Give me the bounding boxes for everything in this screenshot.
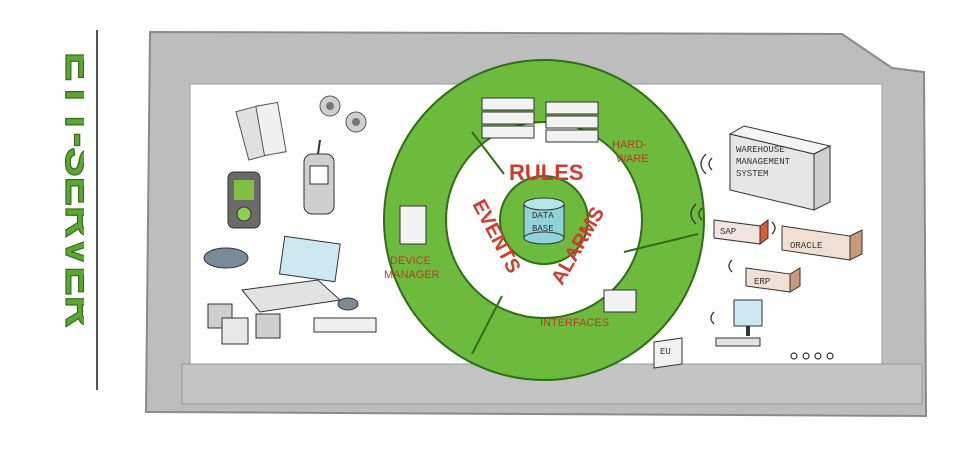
erp-box-icon (745, 267, 801, 293)
eu-label: EU (660, 347, 671, 357)
wms-label-2: MANAGEMENT (736, 157, 791, 167)
oracle-box-icon (781, 225, 863, 261)
divider-line (96, 30, 98, 390)
erp-label: ERP (754, 277, 770, 287)
rules-label: RULES (509, 160, 584, 185)
device-manager-label-1: DEVICE (390, 255, 431, 267)
wms-label-1: WAREHOUSE (736, 145, 785, 155)
device-manager-box-icon (399, 205, 427, 245)
laptop-icon (241, 235, 342, 313)
oracle-label: ORACLE (790, 241, 822, 251)
sap-label: SAP (720, 227, 736, 237)
side-title-text: ETT-SERVER (56, 52, 84, 327)
hardware-label-2: WARE (616, 153, 649, 165)
rfid-tag-icon (235, 101, 287, 161)
interfaces-label: INTERFACES (540, 317, 609, 329)
diagram-frame: DATA BASE RULES EVENTS ALARMS HARD- WARE… (142, 28, 932, 420)
server-rack-icon (481, 97, 599, 143)
handheld-device-icon (303, 139, 335, 215)
interface-box-icon (603, 289, 637, 313)
database-label-1: DATA (532, 211, 554, 221)
eu-box-icon (653, 337, 683, 369)
sap-box-icon (713, 219, 769, 245)
antenna-reader-icon (319, 95, 367, 133)
wifi-icon (690, 153, 776, 325)
workstation-icon (715, 299, 763, 347)
rfid-tag-icon (207, 303, 377, 345)
wms-box-icon (728, 125, 832, 211)
database-icon (523, 197, 565, 245)
wms-label-3: SYSTEM (736, 169, 768, 179)
reader-pad-icon (203, 247, 249, 269)
side-title: ETT-SERVER (14, 40, 105, 380)
device-manager-label-2: MANAGER (384, 269, 440, 281)
people-icon (790, 352, 834, 360)
database-label-2: BASE (532, 224, 554, 234)
hardware-label-1: HARD- (612, 139, 647, 151)
handheld-device-icon (227, 171, 261, 229)
